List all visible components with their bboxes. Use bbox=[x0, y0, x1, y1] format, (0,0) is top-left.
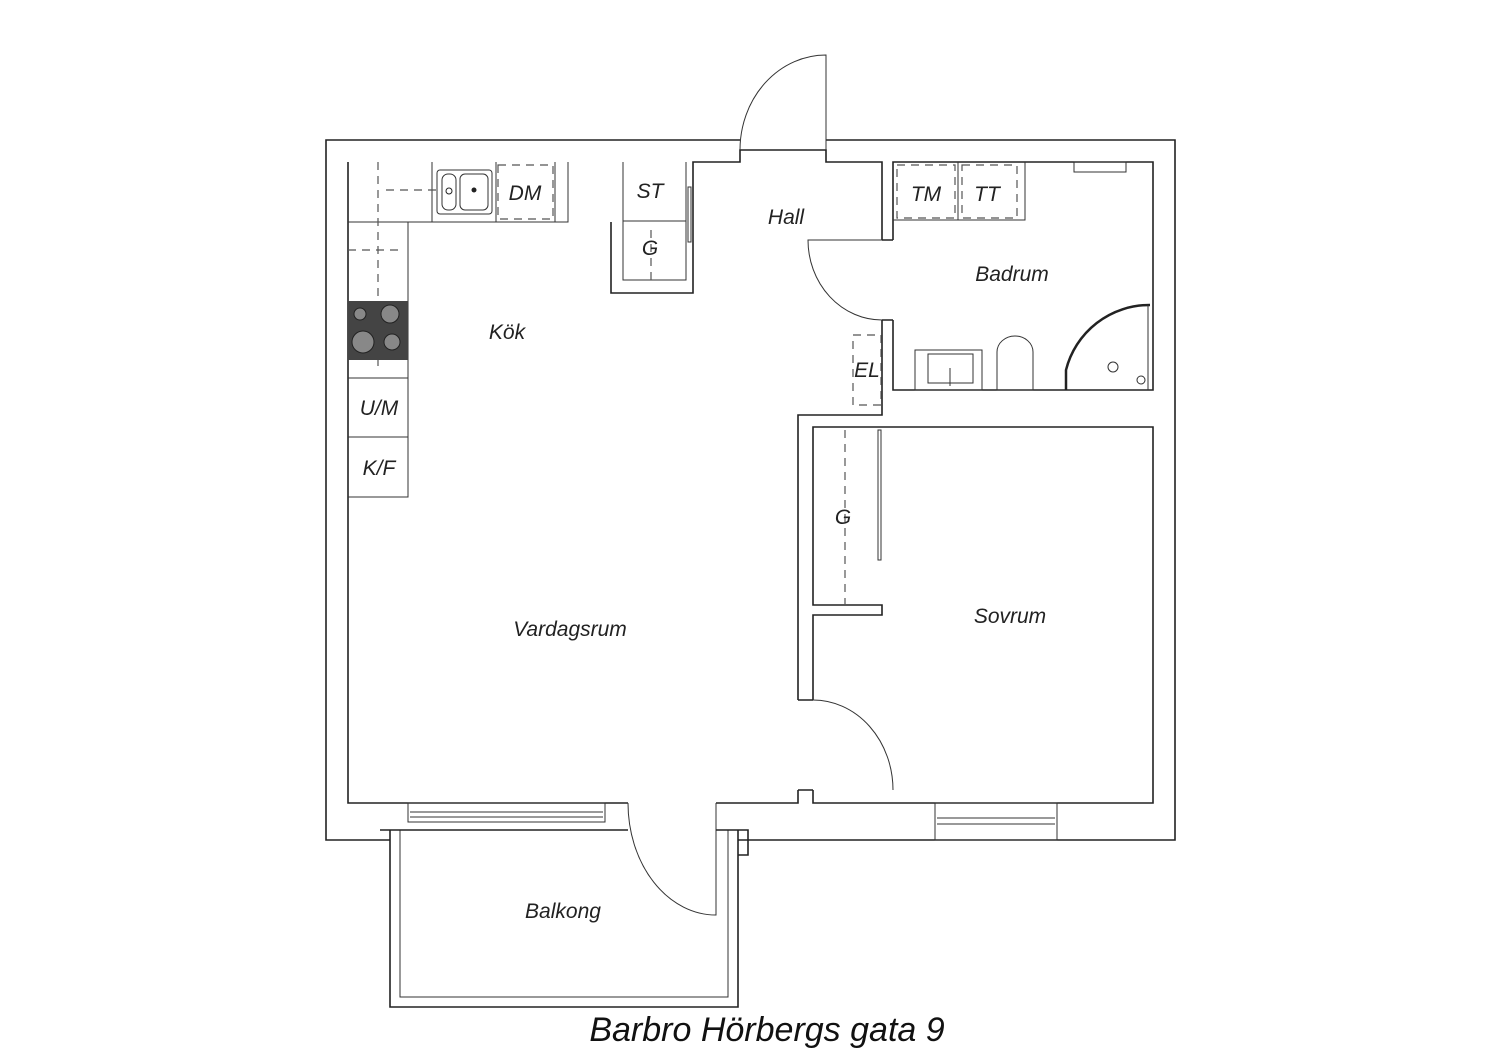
stove-icon bbox=[348, 301, 408, 360]
bathroom-door[interactable] bbox=[807, 239, 883, 321]
label-dryer: TT bbox=[974, 183, 1002, 206]
label-electrical: EL bbox=[854, 359, 880, 382]
label-fridge-oven: U/M bbox=[360, 397, 399, 420]
label-dishwasher: DM bbox=[509, 182, 542, 205]
bedroom-wardrobe bbox=[844, 429, 882, 605]
bathroom-wall bbox=[892, 161, 1154, 391]
bedroom-window bbox=[934, 802, 1058, 841]
balcony bbox=[380, 829, 749, 1008]
bedroom-door-jamb bbox=[798, 699, 813, 791]
label-storage: ST bbox=[637, 180, 666, 203]
sink-icon bbox=[436, 169, 493, 215]
kitchen-counter bbox=[348, 162, 569, 498]
entry-door[interactable] bbox=[739, 54, 827, 151]
bedroom-door[interactable] bbox=[812, 699, 894, 791]
room-label-kitchen: Kök bbox=[489, 321, 527, 344]
outer-wall bbox=[325, 139, 1176, 841]
bath-door-jamb bbox=[882, 239, 893, 321]
label-hall-wardrobe: G bbox=[642, 237, 658, 260]
hall-closets bbox=[622, 162, 692, 281]
label-washing-machine: TM bbox=[911, 183, 942, 206]
label-bedroom-wardrobe: G bbox=[835, 506, 851, 529]
washbasin-icon bbox=[914, 349, 983, 391]
living-window bbox=[407, 802, 606, 823]
shower-icon bbox=[1064, 303, 1151, 390]
toilet-icon bbox=[996, 335, 1034, 391]
room-label-bedroom: Sovrum bbox=[974, 605, 1046, 628]
room-label-hall: Hall bbox=[768, 206, 806, 229]
living-kitchen-wall bbox=[347, 149, 883, 804]
plan-title: Barbro Hörbergs gata 9 bbox=[589, 1011, 944, 1049]
electrical-cabinet bbox=[852, 334, 882, 406]
laundry-machines bbox=[893, 162, 1026, 221]
room-label-balcony: Balkong bbox=[525, 900, 601, 923]
room-label-living-room: Vardagsrum bbox=[513, 618, 627, 641]
bath-window bbox=[1073, 161, 1127, 173]
balcony-door[interactable] bbox=[627, 802, 717, 916]
room-label-bathroom: Badrum bbox=[975, 263, 1049, 286]
label-fridge-freezer: K/F bbox=[363, 457, 397, 480]
